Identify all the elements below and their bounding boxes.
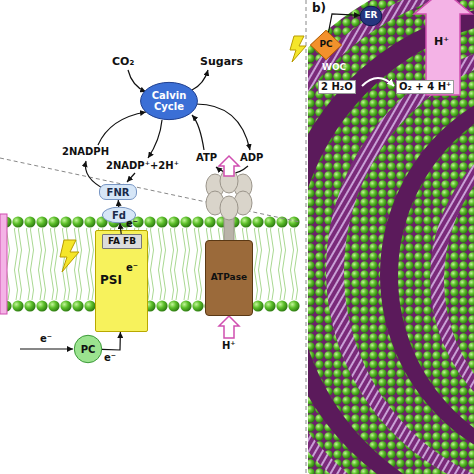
- molecule-label: 2 H₂O: [318, 80, 356, 94]
- molecule-label: Sugars: [200, 56, 243, 69]
- catalyst-label: WOC: [322, 62, 346, 72]
- molecule-label: O₂ + 4 H⁺: [396, 80, 454, 94]
- electron-relay-circle-shape: [360, 6, 382, 26]
- proton-arrow: [219, 156, 239, 176]
- fnr-box-text: FNR: [107, 187, 130, 198]
- photocatalyst-diamond-text: PC: [319, 40, 332, 50]
- fafb-cluster: FA FB: [102, 234, 142, 249]
- connector-arrow: [329, 14, 361, 32]
- plastocyanin-circle-text: PC: [81, 344, 96, 355]
- liposome-sphere: [308, 0, 474, 474]
- molecule-label: ADP: [240, 152, 263, 164]
- plastocyanin-circle: PC: [74, 335, 102, 363]
- electron-relay-circle-text: ER: [364, 11, 377, 21]
- photocatalyst-diamond-shape: [310, 30, 341, 59]
- molecule-label: 2NADP⁺+2H⁺: [106, 160, 179, 172]
- plastocyanin-circle-shape: [74, 335, 101, 362]
- electron-label: e⁻: [40, 333, 52, 345]
- edge-label: e⁻: [126, 218, 138, 230]
- edge-label: e⁻: [104, 352, 116, 364]
- electron-relay-circle: ER: [360, 6, 382, 26]
- connector-arrow: [102, 332, 120, 350]
- proton-label: H⁺: [222, 340, 236, 352]
- fafb-cluster-text: FA FB: [108, 237, 136, 247]
- light-bolt: [60, 240, 79, 272]
- proton-label: H⁺: [434, 36, 449, 49]
- atpase-head: [206, 169, 252, 242]
- molecule-label: ATP: [196, 152, 217, 164]
- atpase-box-text: ATPase: [211, 273, 247, 283]
- calvin-cycle-ellipse-shape: [141, 82, 198, 119]
- divider-lines: [0, 0, 306, 474]
- panel-letter: b): [312, 2, 326, 16]
- connector-arrow: [120, 223, 121, 234]
- electron-label: e⁻: [126, 262, 138, 274]
- calvin-cycle-ellipse-text: Calvin Cycle: [140, 90, 198, 112]
- membrane: [0, 214, 300, 314]
- psi-complex: PSI FA FB: [95, 230, 148, 332]
- psi-complex-text: PSI: [100, 274, 122, 287]
- atpase-box: ATPase: [205, 240, 253, 316]
- calvin-cycle-ellipse: Calvin Cycle: [140, 82, 198, 120]
- fnr-box: FNR: [99, 184, 137, 200]
- water-oxidation-arrow: [362, 78, 394, 86]
- molecule-label: CO₂: [112, 56, 134, 69]
- molecule-label: 2NADPH: [62, 146, 109, 158]
- connector-arrow: [118, 200, 120, 207]
- fd-ellipse-text: Fd: [112, 210, 126, 221]
- proton-arrow: [219, 316, 239, 338]
- photocatalyst-diamond: PC: [310, 30, 342, 60]
- light-bolt: [290, 36, 306, 62]
